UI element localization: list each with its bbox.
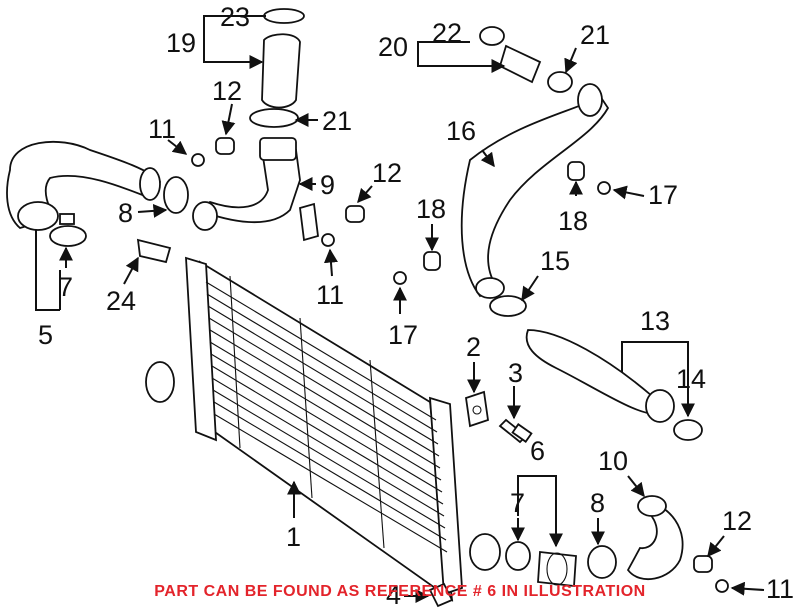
callout-19: 19 bbox=[166, 28, 196, 58]
callout-7: 7 bbox=[510, 488, 525, 518]
hose-9 bbox=[192, 137, 319, 242]
callout-15: 15 bbox=[540, 246, 570, 276]
callout-6: 6 bbox=[530, 436, 545, 466]
screw-11c bbox=[715, 579, 729, 593]
callout-5: 5 bbox=[38, 320, 53, 350]
leader-lines bbox=[35, 15, 765, 603]
screw-11b bbox=[321, 233, 335, 247]
clamp-15 bbox=[489, 295, 527, 317]
screw-17b bbox=[393, 271, 407, 285]
clip-part bbox=[428, 582, 454, 608]
clamp-7a bbox=[49, 213, 87, 247]
clamp-21b bbox=[547, 71, 573, 93]
footer-note: PART CAN BE FOUND AS REFERENCE # 6 IN IL… bbox=[154, 583, 646, 600]
callout-7: 7 bbox=[58, 272, 73, 302]
cap-12a bbox=[215, 137, 235, 155]
callout-11: 11 bbox=[766, 574, 794, 604]
callout-13: 13 bbox=[640, 306, 670, 336]
callout-11: 11 bbox=[148, 114, 176, 144]
callout-11: 11 bbox=[316, 280, 344, 310]
pipe-20 bbox=[498, 44, 542, 84]
hose-6 bbox=[537, 551, 577, 587]
cap-18b bbox=[423, 251, 441, 271]
callout-22: 22 bbox=[432, 18, 462, 48]
callout-17: 17 bbox=[648, 180, 678, 210]
clamp-7b bbox=[505, 541, 531, 571]
callout-18: 18 bbox=[416, 194, 446, 224]
sensor-24 bbox=[136, 238, 172, 264]
clamp-14 bbox=[673, 419, 703, 441]
callout-12: 12 bbox=[212, 76, 242, 106]
bracket-part bbox=[465, 390, 489, 428]
pipe-19 bbox=[261, 33, 301, 109]
hose-left bbox=[6, 140, 162, 231]
screw-17a bbox=[597, 181, 611, 195]
intercooler-core bbox=[145, 256, 501, 602]
callout-24: 24 bbox=[106, 286, 136, 316]
callout-18: 18 bbox=[558, 206, 588, 236]
hose-10 bbox=[626, 495, 684, 580]
callout-21: 21 bbox=[580, 20, 610, 50]
clamp-8a bbox=[163, 176, 189, 214]
cap-18a bbox=[567, 161, 585, 181]
screw-11a bbox=[191, 153, 205, 167]
clamp-22 bbox=[479, 26, 505, 46]
cap-12b bbox=[345, 205, 365, 223]
callout-3: 3 bbox=[508, 358, 523, 388]
clamp-21a bbox=[249, 108, 299, 128]
callout-2: 2 bbox=[466, 332, 481, 362]
callout-9: 9 bbox=[320, 170, 335, 200]
callout-1: 1 bbox=[286, 522, 301, 552]
cap-12c bbox=[693, 555, 713, 573]
bolt-part bbox=[498, 418, 533, 444]
callout-17: 17 bbox=[388, 320, 418, 350]
callout-12: 12 bbox=[722, 506, 752, 536]
callout-labels: 23 19 12 21 11 9 8 7 5 24 12 11 22 20 21… bbox=[38, 2, 794, 609]
callout-20: 20 bbox=[378, 32, 408, 62]
callout-23: 23 bbox=[220, 2, 250, 32]
callout-21: 21 bbox=[322, 106, 352, 136]
clamp-8b bbox=[587, 545, 617, 579]
hose-13 bbox=[525, 329, 675, 423]
callout-10: 10 bbox=[598, 446, 628, 476]
callout-14: 14 bbox=[676, 364, 706, 394]
pipe-16 bbox=[460, 83, 610, 299]
clamp-23 bbox=[263, 8, 305, 24]
callout-12: 12 bbox=[372, 158, 402, 188]
callout-8: 8 bbox=[118, 198, 133, 228]
callout-8: 8 bbox=[590, 488, 605, 518]
callout-4: 4 bbox=[386, 580, 401, 609]
callout-16: 16 bbox=[446, 116, 476, 146]
